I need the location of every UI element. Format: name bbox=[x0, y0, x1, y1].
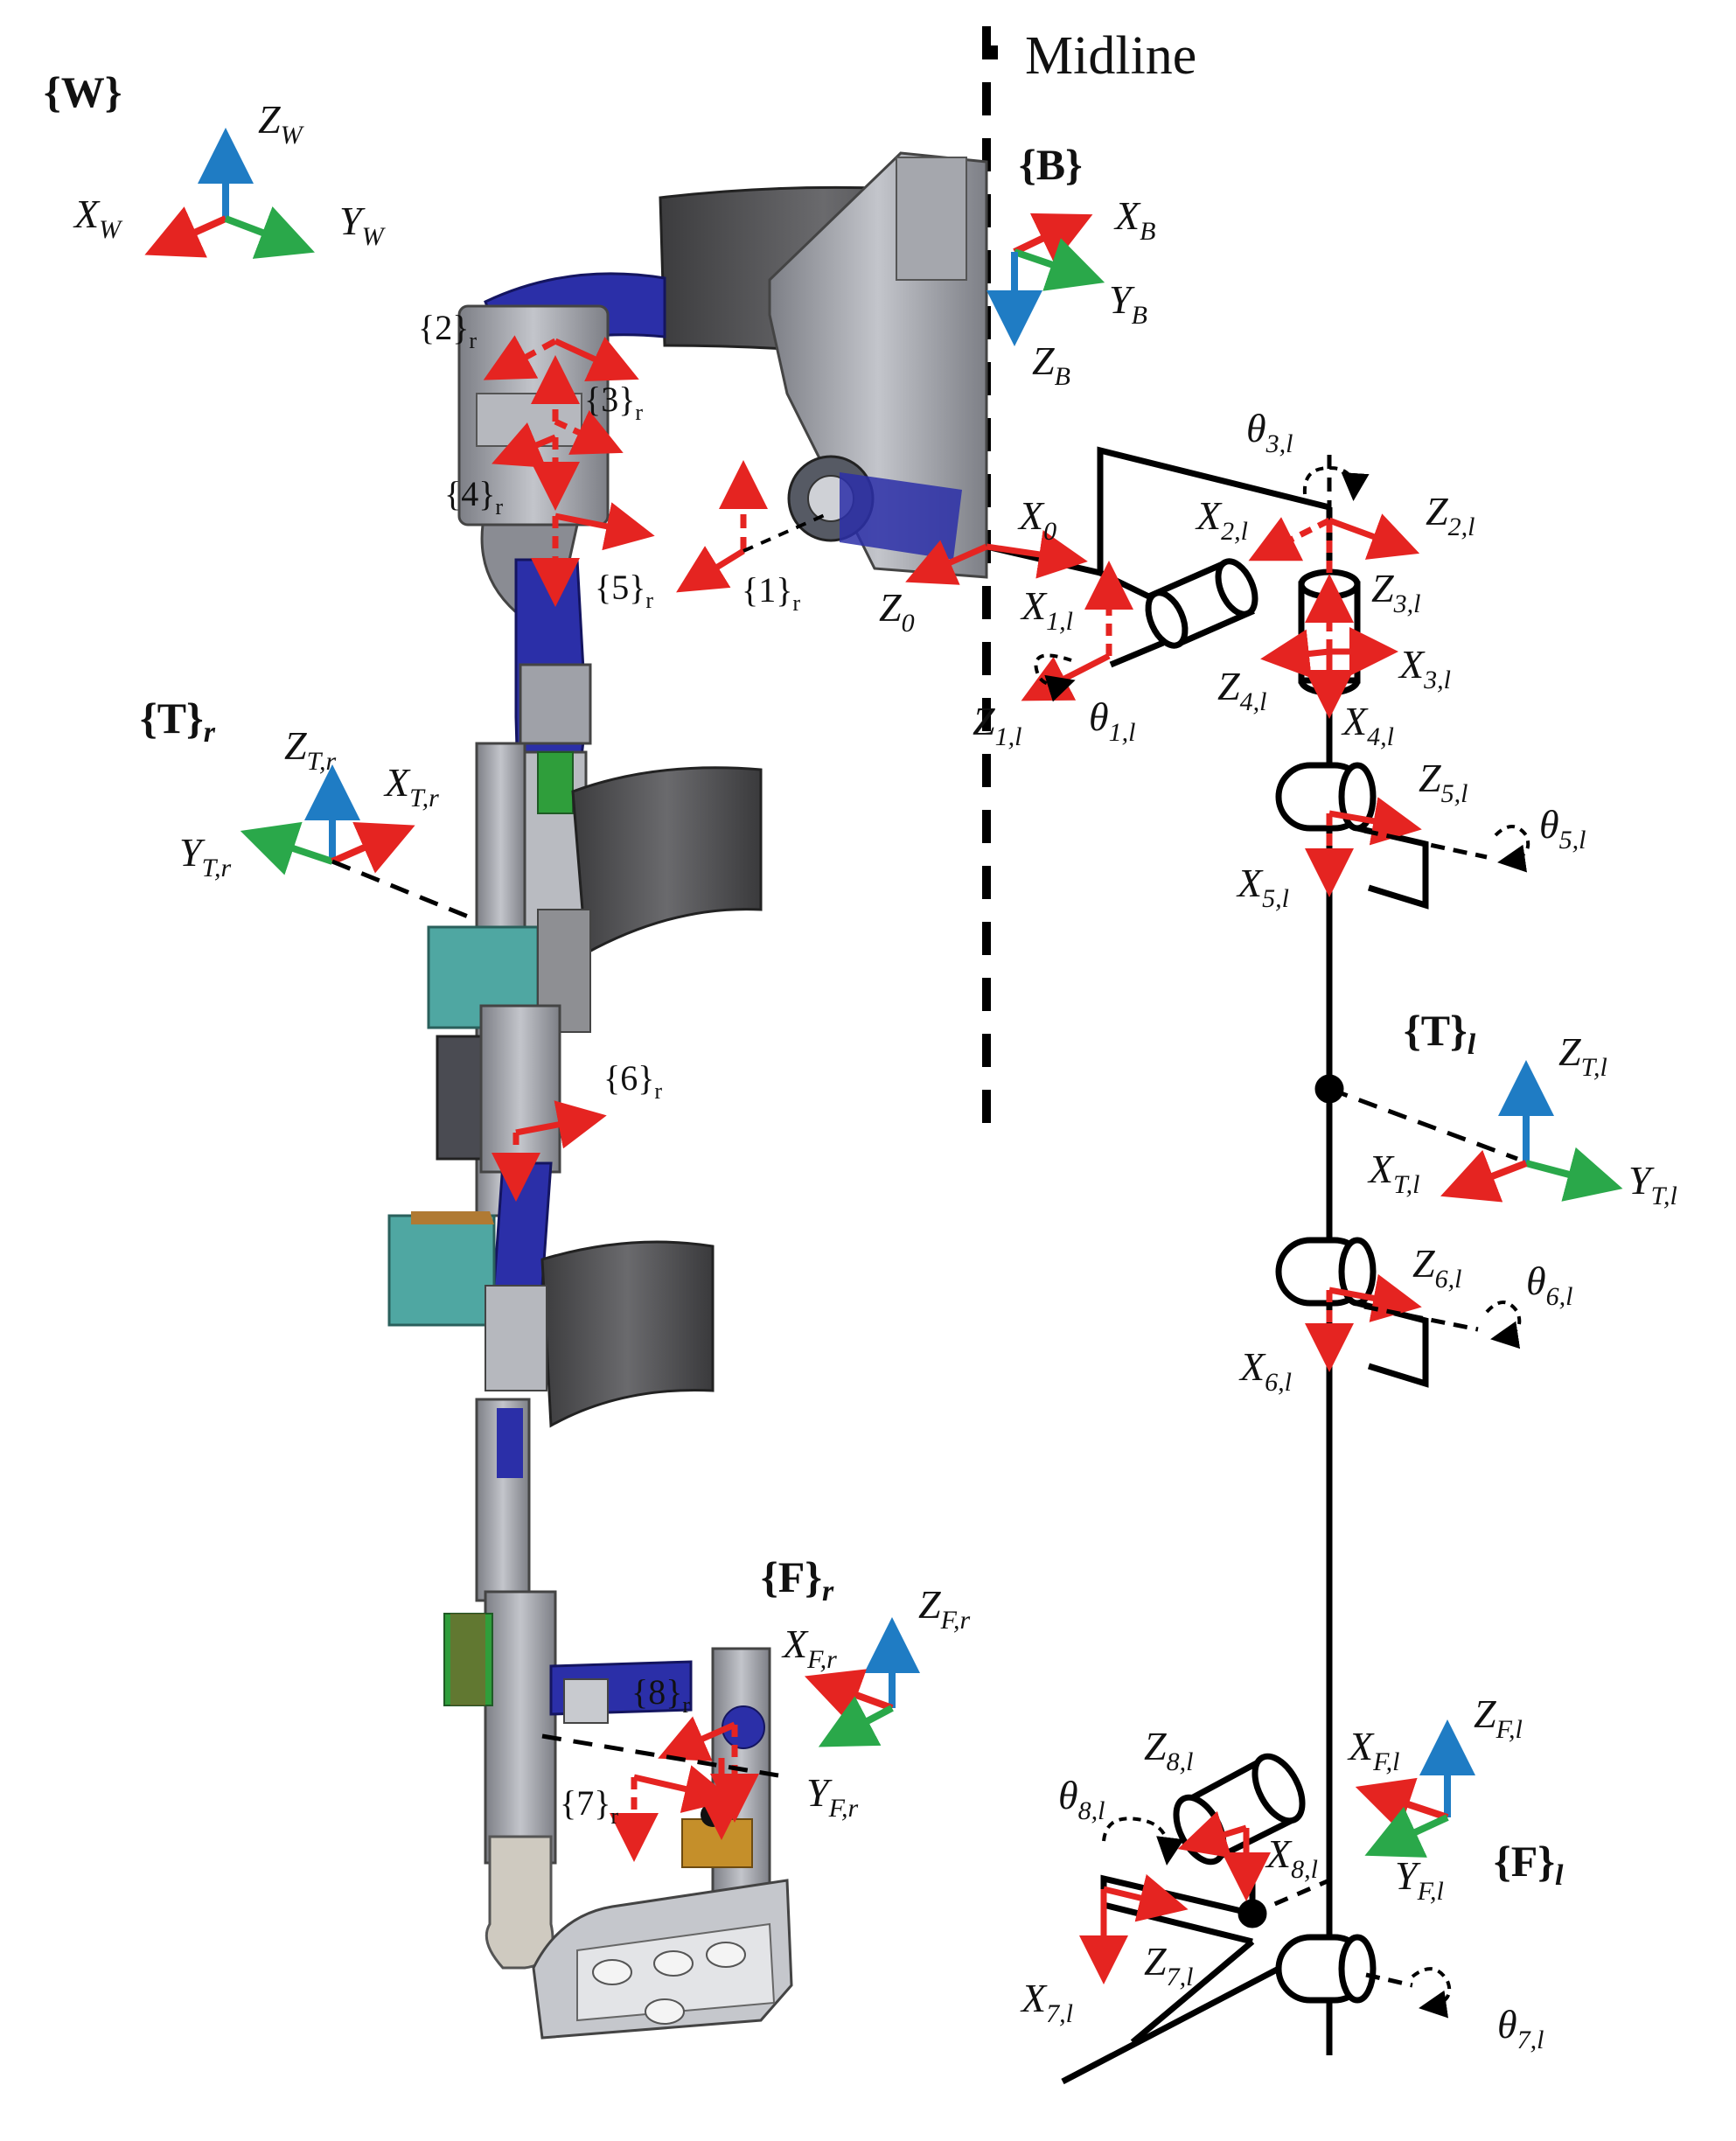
thigh-l-z-label: ZT,l bbox=[1558, 1029, 1607, 1082]
foot-l-y-label: YF,l bbox=[1395, 1853, 1444, 1906]
x8-label: X8,l bbox=[1265, 1831, 1318, 1884]
frame-label-5r: {5}r bbox=[595, 568, 653, 613]
frame-label-2r: {2}r bbox=[418, 308, 477, 353]
foot-l-title: {F}l bbox=[1494, 1837, 1564, 1892]
revolute-joint-7-icon bbox=[1275, 1934, 1377, 2004]
world-y-label: YW bbox=[339, 199, 387, 251]
frame-label-7r: {7}r bbox=[560, 1783, 618, 1829]
rotation-theta-8-icon bbox=[1102, 1817, 1184, 1866]
theta1-label: θ1,l bbox=[1089, 694, 1135, 747]
frame-label-3r: {3}r bbox=[584, 380, 643, 425]
theta6-label: θ6,l bbox=[1526, 1259, 1572, 1311]
x3-label: X3,l bbox=[1398, 642, 1451, 694]
theta8-label: θ8,l bbox=[1058, 1773, 1105, 1825]
revolute-joint-5-icon bbox=[1275, 762, 1429, 910]
foot-r-x-label: XF,r bbox=[781, 1621, 837, 1674]
thigh-cuff bbox=[571, 766, 763, 956]
rotation-theta-6-icon bbox=[1485, 1301, 1522, 1349]
thigh-r-z-label: ZT,r bbox=[284, 723, 337, 776]
left-chain-labels: X0 Z0 X1,l Z1,l θ1,l X2,l Z2,l θ3,l Z3,l… bbox=[879, 406, 1586, 2054]
right-joint-frame-labels: {1}r {2}r {3}r {4}r {5}r {6}r {7}r {8}r bbox=[418, 308, 800, 1829]
revolute-joint-1-icon bbox=[1145, 558, 1258, 649]
thigh-frame-left: {T}l ZT,l YT,l XT,l bbox=[1367, 1006, 1677, 1210]
rotation-theta-5-icon bbox=[1494, 825, 1530, 873]
z0-label: Z0 bbox=[879, 585, 915, 638]
shank-cuff bbox=[540, 1240, 715, 1428]
rotation-theta-3-icon bbox=[1302, 465, 1370, 501]
world-z-label: ZW bbox=[258, 97, 305, 150]
x5-label: X5,l bbox=[1236, 861, 1289, 913]
z8-label: Z8,l bbox=[1144, 1724, 1193, 1776]
shank-battery bbox=[387, 1214, 496, 1327]
joint-rotation-icons bbox=[1034, 465, 1530, 2019]
foot-r-y-label: YF,r bbox=[806, 1770, 859, 1823]
world-frame: {W} ZW XW YW bbox=[44, 67, 387, 259]
midline-label: Midline bbox=[1025, 26, 1196, 86]
thigh-r-x-label: XT,r bbox=[383, 760, 439, 812]
rotation-theta-7-icon bbox=[1411, 1967, 1452, 2019]
rotation-theta-1-icon bbox=[1034, 653, 1076, 702]
rotation-axis-dashes bbox=[1327, 455, 1488, 1988]
right-leg-exoskeleton bbox=[387, 151, 988, 2040]
foot-r-title: {F}r bbox=[761, 1552, 834, 1607]
revolute-joint-6-icon bbox=[1275, 1237, 1429, 1388]
base-x-label: XB bbox=[1113, 193, 1155, 246]
foot-l-x-label: XF,l bbox=[1347, 1724, 1399, 1776]
x4-label: X4,l bbox=[1341, 699, 1394, 751]
thigh-r-title: {T}r bbox=[140, 694, 216, 749]
thigh-l-y-label: YT,l bbox=[1628, 1158, 1677, 1210]
world-x-label: XW bbox=[73, 192, 123, 244]
z3-label: Z3,l bbox=[1371, 566, 1420, 618]
x6-label: X6,l bbox=[1238, 1344, 1292, 1397]
theta7-label: θ7,l bbox=[1497, 2002, 1544, 2054]
x2-label: X2,l bbox=[1195, 493, 1248, 546]
z6-label: Z6,l bbox=[1412, 1241, 1461, 1294]
base-z-label: ZB bbox=[1032, 338, 1070, 391]
foot-frame-left: {F}l ZF,l XF,l YF,l bbox=[1347, 1691, 1564, 1906]
midline: Midline bbox=[982, 26, 1196, 1146]
z4-label: Z4,l bbox=[1217, 664, 1266, 716]
foot-r-z-label: ZF,r bbox=[918, 1582, 971, 1635]
theta3-label: θ3,l bbox=[1246, 406, 1293, 458]
x7-label: X7,l bbox=[1020, 1976, 1073, 2028]
frame-label-8r: {8}r bbox=[631, 1672, 690, 1718]
thigh-frame-right: {T}r ZT,r XT,r YT,r bbox=[140, 694, 473, 921]
frame-label-1r: {1}r bbox=[742, 570, 800, 616]
thigh-l-title: {T}l bbox=[1404, 1006, 1476, 1061]
x1-label: X1,l bbox=[1020, 583, 1073, 636]
base-frame: {B} XB YB ZB bbox=[987, 140, 1155, 391]
theta5-label: θ5,l bbox=[1539, 802, 1586, 854]
frame-label-4r: {4}r bbox=[444, 474, 503, 520]
x0-label: X0 bbox=[1017, 493, 1056, 546]
foot-l-z-label: ZF,l bbox=[1474, 1691, 1523, 1744]
z7-label: Z7,l bbox=[1144, 1939, 1193, 1991]
z5-label: Z5,l bbox=[1419, 756, 1468, 808]
z2-label: Z2,l bbox=[1426, 489, 1475, 541]
foot-frame-right: {F}r ZF,r XF,r YF,r bbox=[541, 1552, 971, 1823]
world-frame-title: {W} bbox=[44, 67, 122, 116]
z1-label: Z1,l bbox=[973, 699, 1021, 751]
frame-label-6r: {6}r bbox=[603, 1058, 662, 1104]
base-y-label: YB bbox=[1109, 277, 1147, 330]
thigh-l-x-label: XT,l bbox=[1367, 1147, 1419, 1199]
thigh-r-y-label: YT,r bbox=[179, 830, 232, 882]
base-frame-title: {B} bbox=[1019, 140, 1083, 189]
ankle-tube bbox=[485, 1835, 554, 1970]
